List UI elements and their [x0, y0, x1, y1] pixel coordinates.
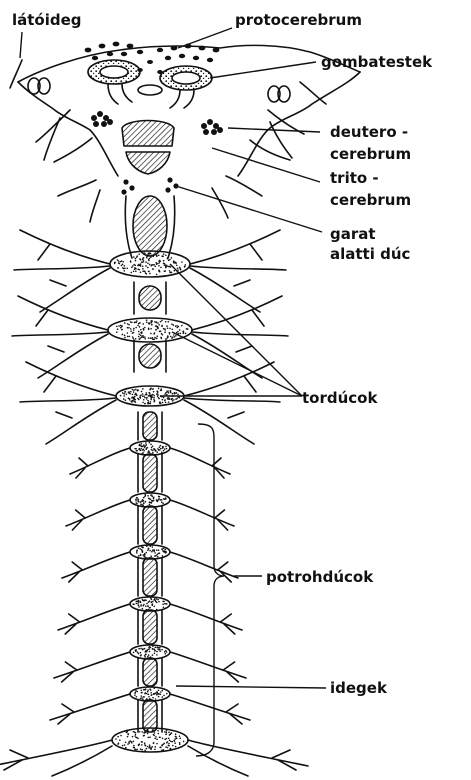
leader-tordu-2: [172, 332, 302, 396]
label-idegek: idegek: [330, 680, 387, 696]
leader-tordu-1: [170, 264, 302, 396]
leader-latoideg: [20, 32, 22, 58]
label-protocerebrum: protocerebrum: [235, 12, 362, 28]
label-deutero-line1: deutero -: [330, 124, 408, 140]
tritocerebrum: [126, 152, 170, 174]
leader-idegek: [176, 686, 326, 688]
label-tordu: tordúcok: [302, 390, 377, 406]
label-gombatestek: gombatestek: [321, 54, 432, 70]
subesophageal-ganglion: [133, 196, 167, 256]
label-latoideg: látóideg: [12, 12, 82, 28]
label-garat-line2: alatti dúc: [330, 246, 410, 262]
optic-nerve-right: [300, 82, 326, 104]
leader-garat: [176, 186, 322, 232]
label-potroh: potrohdúcok: [266, 569, 373, 585]
leader-gombatestek: [210, 62, 316, 78]
label-garat-line1: garat: [330, 226, 376, 242]
label-deutero-line2: cerebrum: [330, 146, 411, 162]
leader-protocerebrum: [178, 28, 232, 48]
label-trito-line1: trito -: [330, 170, 379, 186]
label-trito-line2: cerebrum: [330, 192, 411, 208]
deuterocerebrum: [122, 121, 174, 147]
